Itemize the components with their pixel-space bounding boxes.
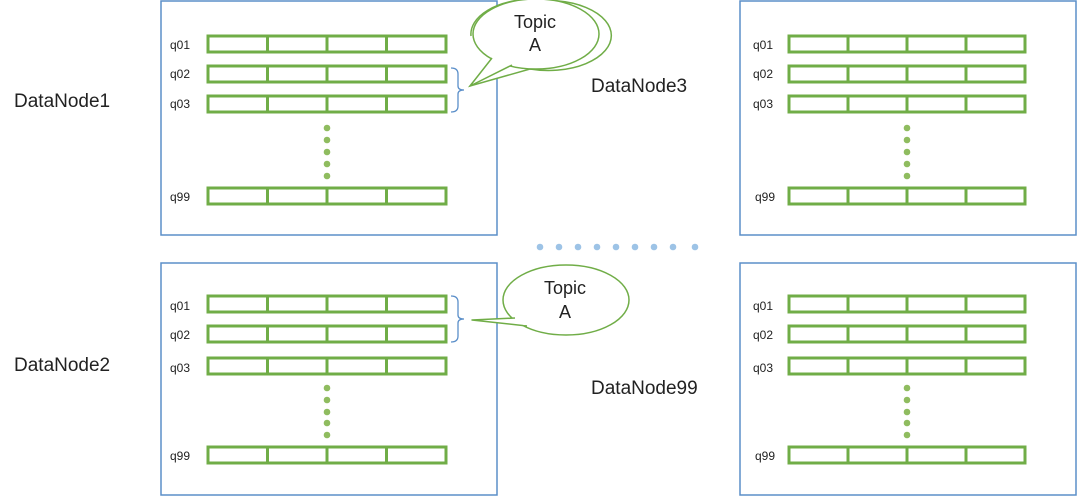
queue-row: q01 bbox=[753, 34, 1027, 54]
topic-callout: Topic A bbox=[471, 264, 630, 336]
queue-label: q01 bbox=[753, 38, 773, 52]
datanode2-box: q01 q02 q03 q99 bbox=[160, 262, 630, 496]
queue-row: q03 bbox=[170, 356, 448, 376]
horizontal-dots-icon bbox=[536, 243, 699, 251]
vertical-dots-icon bbox=[903, 384, 911, 439]
topic-label-line2: A bbox=[559, 302, 571, 322]
queue-row: q02 bbox=[170, 64, 448, 84]
topic-callout: Topic A bbox=[467, 0, 613, 88]
queue-row: q03 bbox=[753, 356, 1027, 376]
queue-label: q99 bbox=[170, 449, 190, 463]
vertical-dots-icon bbox=[323, 384, 331, 439]
queue-label: q02 bbox=[753, 67, 773, 81]
queue-row: q02 bbox=[170, 324, 448, 344]
queue-row: q01 bbox=[753, 294, 1027, 314]
datanode99-box: q01 q02 q03 q99 bbox=[739, 262, 1077, 496]
topic-bracket bbox=[450, 295, 465, 343]
datanode2-label: DataNode2 bbox=[14, 355, 111, 376]
vertical-dots-icon bbox=[903, 124, 911, 180]
queue-label: q03 bbox=[753, 97, 773, 111]
queue-label: q01 bbox=[170, 38, 190, 52]
topic-label-line1: Topic bbox=[544, 278, 586, 298]
datanode1-box: q01 q02 q03 q99 bbox=[160, 0, 613, 236]
topic-label-line1: Topic bbox=[514, 12, 556, 32]
queue-label: q01 bbox=[753, 299, 773, 313]
queue-row: q99 bbox=[170, 445, 448, 465]
queue-row: q99 bbox=[170, 186, 448, 206]
queue-label: q02 bbox=[170, 328, 190, 342]
vertical-dots-icon bbox=[323, 124, 331, 180]
queue-label: q99 bbox=[170, 190, 190, 204]
queue-row: q99 bbox=[755, 445, 1027, 465]
queue-label: q99 bbox=[755, 190, 775, 204]
queue-label: q03 bbox=[753, 361, 773, 375]
queue-row: q01 bbox=[170, 294, 448, 314]
queue-row: q03 bbox=[753, 94, 1027, 114]
queue-row: q03 bbox=[170, 94, 448, 114]
queue-row: q02 bbox=[753, 64, 1027, 84]
datanode3-box: q01 q02 q03 q99 bbox=[739, 0, 1077, 236]
queue-label: q01 bbox=[170, 299, 190, 313]
queue-label: q02 bbox=[170, 67, 190, 81]
queue-label: q02 bbox=[753, 328, 773, 342]
queue-row: q01 bbox=[170, 34, 448, 54]
queue-label: q03 bbox=[170, 361, 190, 375]
topic-bracket bbox=[450, 67, 465, 113]
datanode1-label: DataNode1 bbox=[14, 91, 111, 112]
queue-label: q03 bbox=[170, 97, 190, 111]
queue-row: q99 bbox=[755, 186, 1027, 206]
queue-label: q99 bbox=[755, 449, 775, 463]
datanode99-label: DataNode99 bbox=[591, 378, 698, 399]
datanode3-label: DataNode3 bbox=[591, 76, 688, 97]
topic-label-line2: A bbox=[529, 35, 541, 55]
queue-row: q02 bbox=[753, 324, 1027, 344]
